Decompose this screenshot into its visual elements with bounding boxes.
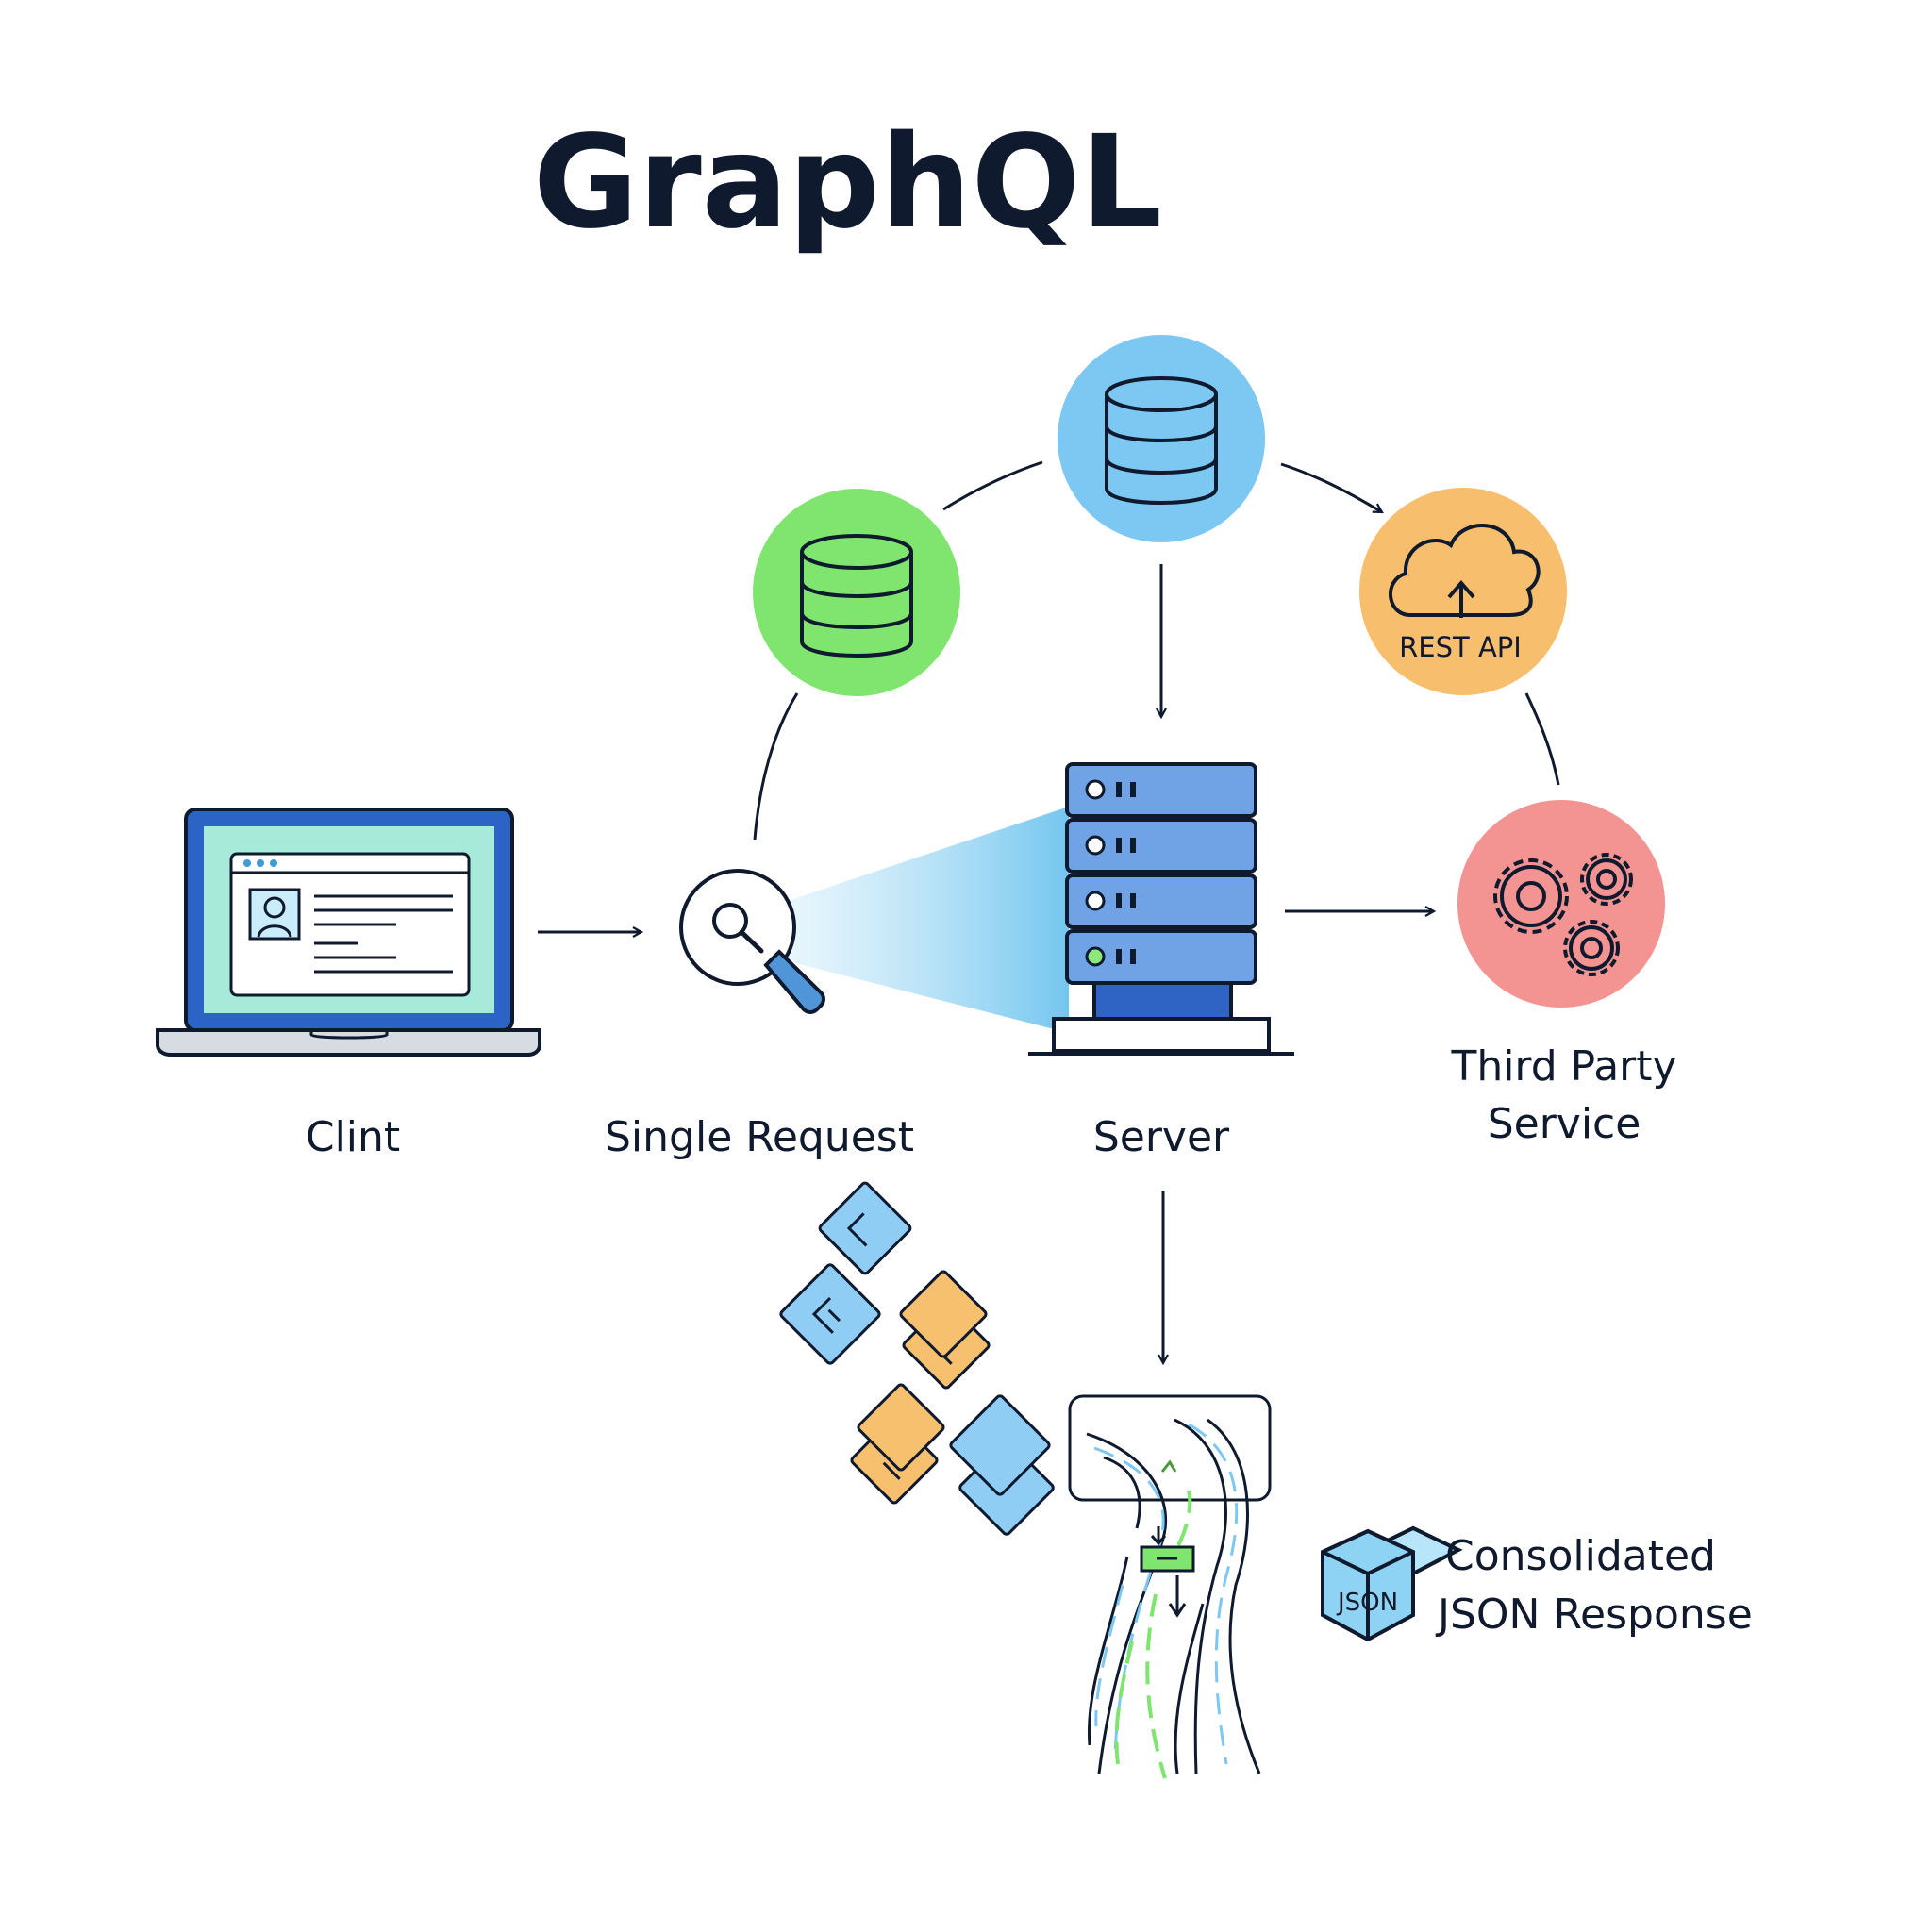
- connectors: [538, 460, 1560, 1363]
- database-icon: [1105, 376, 1218, 505]
- request-label: Single Request: [605, 1113, 914, 1161]
- rest-api-label: REST API: [1399, 631, 1522, 663]
- server-icon: [1028, 762, 1294, 1056]
- blue-database-node: [1058, 335, 1265, 542]
- data-card: [779, 1263, 881, 1365]
- data-card: [899, 1270, 988, 1358]
- arc-green-to-blue-db: [942, 460, 1043, 511]
- json-badge: JSON: [1336, 1589, 1398, 1617]
- request-beam: [774, 807, 1069, 1033]
- database-icon: [800, 534, 913, 658]
- search-icon: [679, 869, 825, 1014]
- scattered-data-cards: [779, 1181, 1055, 1536]
- arc-rest-to-third-party: [1524, 692, 1560, 786]
- third-party-label-line2: Service: [1488, 1100, 1641, 1148]
- response-label-line1: Consolidated: [1445, 1532, 1716, 1580]
- green-database-node: [753, 489, 960, 696]
- arc-blue-db-to-rest: [1280, 462, 1382, 514]
- rest-api-node: REST API: [1359, 488, 1567, 695]
- json-cube-icon: [1321, 1525, 1463, 1642]
- client-label: Clint: [306, 1113, 400, 1161]
- laptop-icon: [156, 808, 541, 1057]
- response-label-line2: JSON Response: [1435, 1591, 1753, 1639]
- data-card: [949, 1394, 1051, 1496]
- response-stream: [1068, 1394, 1272, 1779]
- third-party-node: [1457, 800, 1665, 1008]
- cloud-upload-icon: [1389, 524, 1541, 617]
- server-label: Server: [1093, 1113, 1230, 1161]
- response-box: [1068, 1394, 1272, 1502]
- arc-search-to-green-db: [753, 692, 799, 841]
- data-card: [818, 1181, 912, 1275]
- page-title: GraphQL: [533, 108, 1162, 258]
- third-party-label-line1: Third Party: [1450, 1042, 1676, 1091]
- gears-icon: [1493, 853, 1633, 976]
- data-card: [857, 1383, 945, 1472]
